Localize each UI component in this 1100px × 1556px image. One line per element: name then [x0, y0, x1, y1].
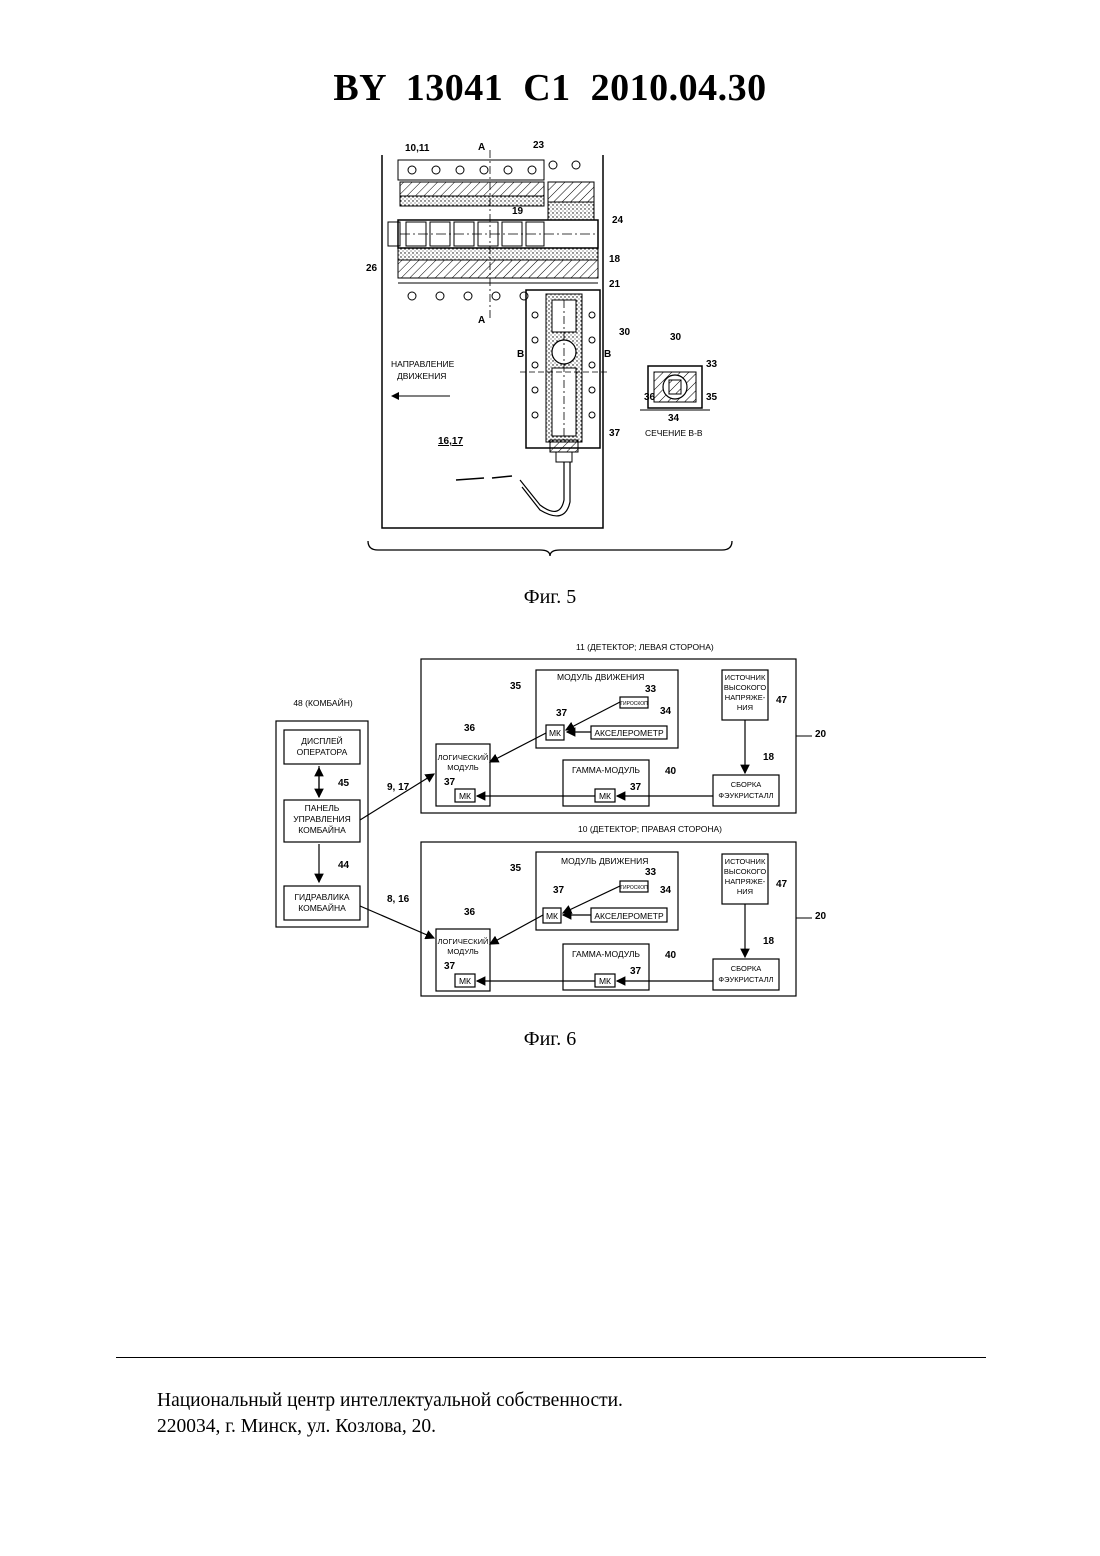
left-mk-motion: МК [549, 728, 561, 738]
right-hv-line2: ВЫСОКОГО [724, 867, 766, 876]
ref-44: 44 [338, 860, 350, 871]
ref-section-33: 33 [706, 359, 718, 370]
left-mk-logic: МК [459, 791, 471, 801]
right-ref-37a: 37 [553, 885, 565, 896]
section-bb-label: СЕЧЕНИЕ B-B [645, 428, 703, 438]
control-panel-line3: КОМБАЙНА [298, 824, 346, 835]
left-mk-gamma: МК [599, 791, 611, 801]
right-ref-36: 36 [464, 907, 476, 918]
right-mk-motion: МК [546, 911, 558, 921]
section-mark-b-left: B [517, 349, 524, 360]
right-mk-logic: МК [459, 976, 471, 986]
ref-10-11: 10,11 [405, 143, 430, 154]
section-mark-b-right: B [604, 349, 611, 360]
ref-45: 45 [338, 778, 350, 789]
left-accel: АКСЕЛЕРОМЕТР [594, 728, 664, 738]
right-assembly-line2: ФЭУКРИСТАЛЛ [718, 975, 773, 984]
right-accel: АКСЕЛЕРОМЕТР [594, 911, 664, 921]
combine-title: 48 (КОМБАЙН) [293, 697, 353, 708]
operator-display-line2: ОПЕРАТОРА [297, 747, 348, 757]
hydraulics-line1: ГИДРАВЛИКА [294, 892, 349, 902]
right-hv-line1: ИСТОЧНИК [725, 857, 766, 866]
direction-label-line2: ДВИЖЕНИЯ [397, 371, 446, 381]
left-ref-35: 35 [510, 681, 522, 692]
left-hv-line3: НАПРЯЖЕ- [725, 693, 766, 702]
right-ref-35: 35 [510, 863, 522, 874]
right-hv-line4: НИЯ [737, 887, 753, 896]
figure-5-caption: Фиг. 5 [0, 586, 1100, 609]
left-ref-37a: 37 [556, 708, 568, 719]
ref-26: 26 [366, 263, 378, 274]
left-ref-20: 20 [815, 729, 827, 740]
figure-6-caption: Фиг. 6 [0, 1028, 1100, 1051]
ref-18: 18 [609, 254, 621, 265]
right-ref-33: 33 [645, 867, 657, 878]
footer-divider [116, 1357, 986, 1358]
ref-section-30: 30 [670, 332, 682, 343]
ref-37: 37 [609, 428, 621, 439]
figure-6-diagram [276, 659, 812, 996]
left-hv-line2: ВЫСОКОГО [724, 683, 766, 692]
right-logic-line2: МОДУЛЬ [447, 947, 479, 956]
left-hv-line4: НИЯ [737, 703, 753, 712]
ref-19: 19 [512, 206, 524, 217]
right-ref-37c: 37 [630, 966, 642, 977]
left-ref-36: 36 [464, 723, 476, 734]
left-hv-line1: ИСТОЧНИК [725, 673, 766, 682]
right-logic-line1: ЛОГИЧЕСКИЙ [438, 937, 489, 946]
right-ref-37b: 37 [444, 961, 456, 972]
right-detector-title: 10 (ДЕТЕКТОР; ПРАВАЯ СТОРОНА) [578, 824, 722, 834]
ref-16-17: 16,17 [438, 436, 463, 447]
right-ref-47: 47 [776, 879, 788, 890]
operator-display-line1: ДИСПЛЕЙ [301, 735, 342, 746]
ref-30: 30 [619, 327, 631, 338]
control-panel-line2: УПРАВЛЕНИЯ [293, 814, 351, 824]
left-ref-34: 34 [660, 706, 672, 717]
footer-line-2: 220034, г. Минск, ул. Козлова, 20. [157, 1414, 623, 1440]
left-ref-47: 47 [776, 695, 788, 706]
direction-label-line1: НАПРАВЛЕНИЕ [391, 359, 455, 369]
section-mark-a-bottom: A [478, 315, 485, 326]
left-ref-40: 40 [665, 766, 677, 777]
right-hv-line3: НАПРЯЖЕ- [725, 877, 766, 886]
left-detector-title: 11 (ДЕТЕКТОР; ЛЕВАЯ СТОРОНА) [576, 642, 714, 652]
ref-section-35: 35 [706, 392, 718, 403]
right-gyro: ГИРОСКОП [620, 885, 648, 891]
ref-24: 24 [612, 215, 624, 226]
footer-line-1: Национальный центр интеллектуальной собс… [157, 1388, 623, 1414]
ref-section-34: 34 [668, 413, 680, 424]
control-panel-line1: ПАНЕЛЬ [305, 803, 340, 813]
right-ref-18: 18 [763, 936, 775, 947]
left-assembly-line1: СБОРКА [731, 780, 761, 789]
left-ref-18: 18 [763, 752, 775, 763]
left-motion-module: МОДУЛЬ ДВИЖЕНИЯ [557, 672, 644, 682]
left-logic-line1: ЛОГИЧЕСКИЙ [438, 753, 489, 762]
hydraulics-line2: КОМБАЙНА [298, 902, 346, 913]
left-logic-line2: МОДУЛЬ [447, 763, 479, 772]
left-gyro: ГИРОСКОП [620, 701, 648, 707]
left-gamma: ГАММА-МОДУЛЬ [572, 765, 640, 775]
left-ref-37b: 37 [444, 777, 456, 788]
right-ref-34: 34 [660, 885, 672, 896]
left-assembly-line2: ФЭУКРИСТАЛЛ [718, 791, 773, 800]
figure-6-labels: 48 (КОМБАЙН) ДИСПЛЕЙ ОПЕРАТОРА ПАНЕЛЬ УП… [293, 642, 826, 986]
section-mark-a-top: A [478, 142, 485, 153]
figure-5-drawing [368, 150, 732, 556]
right-gamma: ГАММА-МОДУЛЬ [572, 949, 640, 959]
right-ref-20: 20 [815, 911, 827, 922]
right-mk-gamma: МК [599, 976, 611, 986]
right-assembly-line1: СБОРКА [731, 964, 761, 973]
link-8-16: 8, 16 [387, 894, 410, 905]
link-9-17: 9, 17 [387, 782, 410, 793]
right-ref-40: 40 [665, 950, 677, 961]
right-motion-module: МОДУЛЬ ДВИЖЕНИЯ [561, 856, 648, 866]
footer: Национальный центр интеллектуальной собс… [157, 1388, 623, 1440]
left-ref-33: 33 [645, 684, 657, 695]
ref-21: 21 [609, 279, 621, 290]
ref-section-36: 36 [644, 392, 656, 403]
left-ref-37c: 37 [630, 782, 642, 793]
ref-23: 23 [533, 140, 545, 151]
